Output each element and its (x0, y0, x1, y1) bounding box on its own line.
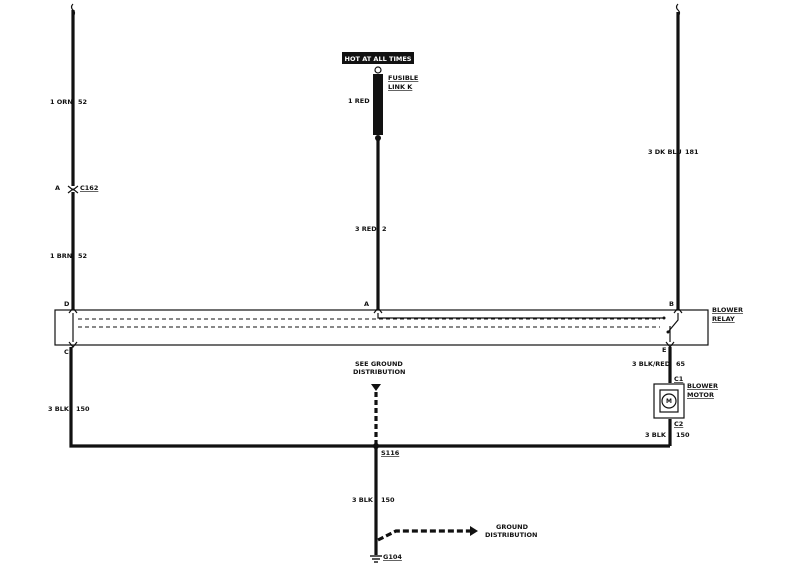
main-ground-wire-circuit: 150 (381, 496, 395, 504)
relay-pin-a: A (364, 300, 369, 308)
ground-distribution-arrow (470, 526, 478, 536)
left-upper-wire-circuit: 52 (78, 98, 87, 106)
fusible-link-label-line1: FUSIBLE (388, 74, 418, 82)
c162-pin-label: A (55, 184, 60, 192)
ground-note-line2: DISTRIBUTION (353, 368, 405, 376)
relay-label-line1: BLOWER (712, 306, 743, 314)
motor-label-line2: MOTOR (687, 391, 714, 399)
left-lower-wire-label: 1 BRN (50, 252, 72, 260)
fusible-link-label-line2: LINK K (388, 83, 413, 91)
ground-note-arrow (371, 384, 381, 391)
fusible-link-end (375, 135, 381, 141)
center-upper-wire-label: 1 RED (348, 97, 370, 105)
right-upper-wire-label: 3 DK BLU (648, 148, 682, 156)
left-feed-wire (70, 3, 76, 310)
ground-distribution-wire (377, 529, 470, 542)
motor-ground-wire-circuit: 150 (676, 431, 690, 439)
motor-feed-wire-circuit: 65 (676, 360, 686, 368)
center-lower-wire-circuit: 2 (382, 225, 387, 233)
motor-feed-wire-label: 3 BLK/RED (632, 360, 671, 368)
motor-connector-c1: C1 (674, 375, 684, 383)
center-lower-wire-label: 3 RED (355, 225, 377, 233)
hot-at-all-times-badge: HOT AT ALL TIMES (342, 52, 414, 64)
relay-pin-e: E (662, 346, 666, 354)
hot-label: HOT AT ALL TIMES (345, 55, 412, 63)
relay-pin-c: C (64, 348, 69, 356)
splice-s116-label: S116 (381, 449, 400, 457)
fusible-link-k (373, 74, 383, 135)
blower-motor-symbol: M (666, 398, 672, 405)
main-ground-wire-label: 3 BLK (352, 496, 374, 504)
left-ground-wire-circuit: 150 (76, 405, 90, 413)
relay-label-line2: RELAY (712, 315, 735, 323)
motor-connector-c2: C2 (674, 420, 683, 428)
relay-pin-b: B (669, 300, 674, 308)
relay-pin-d: D (64, 300, 70, 308)
ground-g104-label: G104 (383, 553, 402, 561)
hot-terminal (374, 66, 382, 74)
left-lower-wire-circuit: 52 (78, 252, 87, 260)
left-ground-wire-label: 3 BLK (48, 405, 70, 413)
ground-note-line1: SEE GROUND (355, 360, 403, 368)
c162-name-label: C162 (80, 184, 98, 192)
connector-c162 (67, 185, 79, 194)
left-upper-wire-label: 1 ORN (50, 98, 73, 106)
right-upper-wire-circuit: 181 (685, 148, 699, 156)
motor-label-line1: BLOWER (687, 382, 718, 390)
motor-ground-wire-label: 3 BLK (645, 431, 667, 439)
ground-distribution-line1: GROUND (496, 523, 529, 531)
ground-distribution-line2: DISTRIBUTION (485, 531, 537, 539)
blower-motor-icon (661, 393, 677, 409)
relay-internals (68, 307, 683, 348)
ground-g104-symbol (370, 555, 382, 563)
left-ground-wire (69, 347, 670, 448)
